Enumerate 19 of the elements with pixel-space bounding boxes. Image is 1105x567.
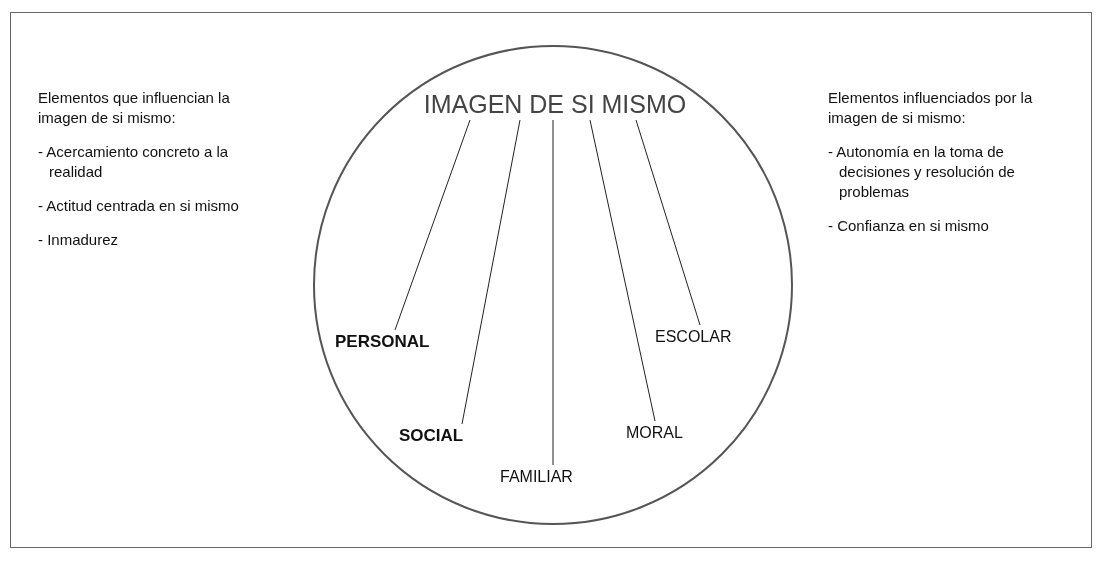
list-item: - Inmadurez	[38, 230, 120, 250]
connector-line	[635, 119, 701, 326]
category-label: FAMILIAR	[500, 467, 610, 491]
category-label: PERSONAL	[335, 332, 460, 356]
list-item: - Acercamiento concreto a la realidad	[38, 142, 230, 182]
connector-line	[589, 119, 656, 422]
connector-line	[461, 119, 521, 425]
column-heading: Elementos influenciados por la imagen de si mismo:	[828, 88, 1034, 128]
circle-outline	[313, 45, 793, 525]
list-item: - Autonomía en la toma de decisiones y resolución de problemas	[828, 142, 1016, 202]
list-item: - Actitud centrada en si mismo	[38, 196, 240, 216]
list-item: - Confianza en si mismo	[828, 216, 990, 236]
connector-line	[394, 119, 471, 331]
category-label: ESCOLAR	[655, 327, 765, 351]
category-label: MORAL	[626, 423, 706, 447]
heading-text: IMAGEN DE SI MISMO	[355, 86, 755, 122]
column-heading: Elementos que influencian la imagen de si mismo:	[38, 88, 231, 128]
connector-line	[552, 119, 554, 466]
category-label: SOCIAL	[399, 426, 479, 450]
